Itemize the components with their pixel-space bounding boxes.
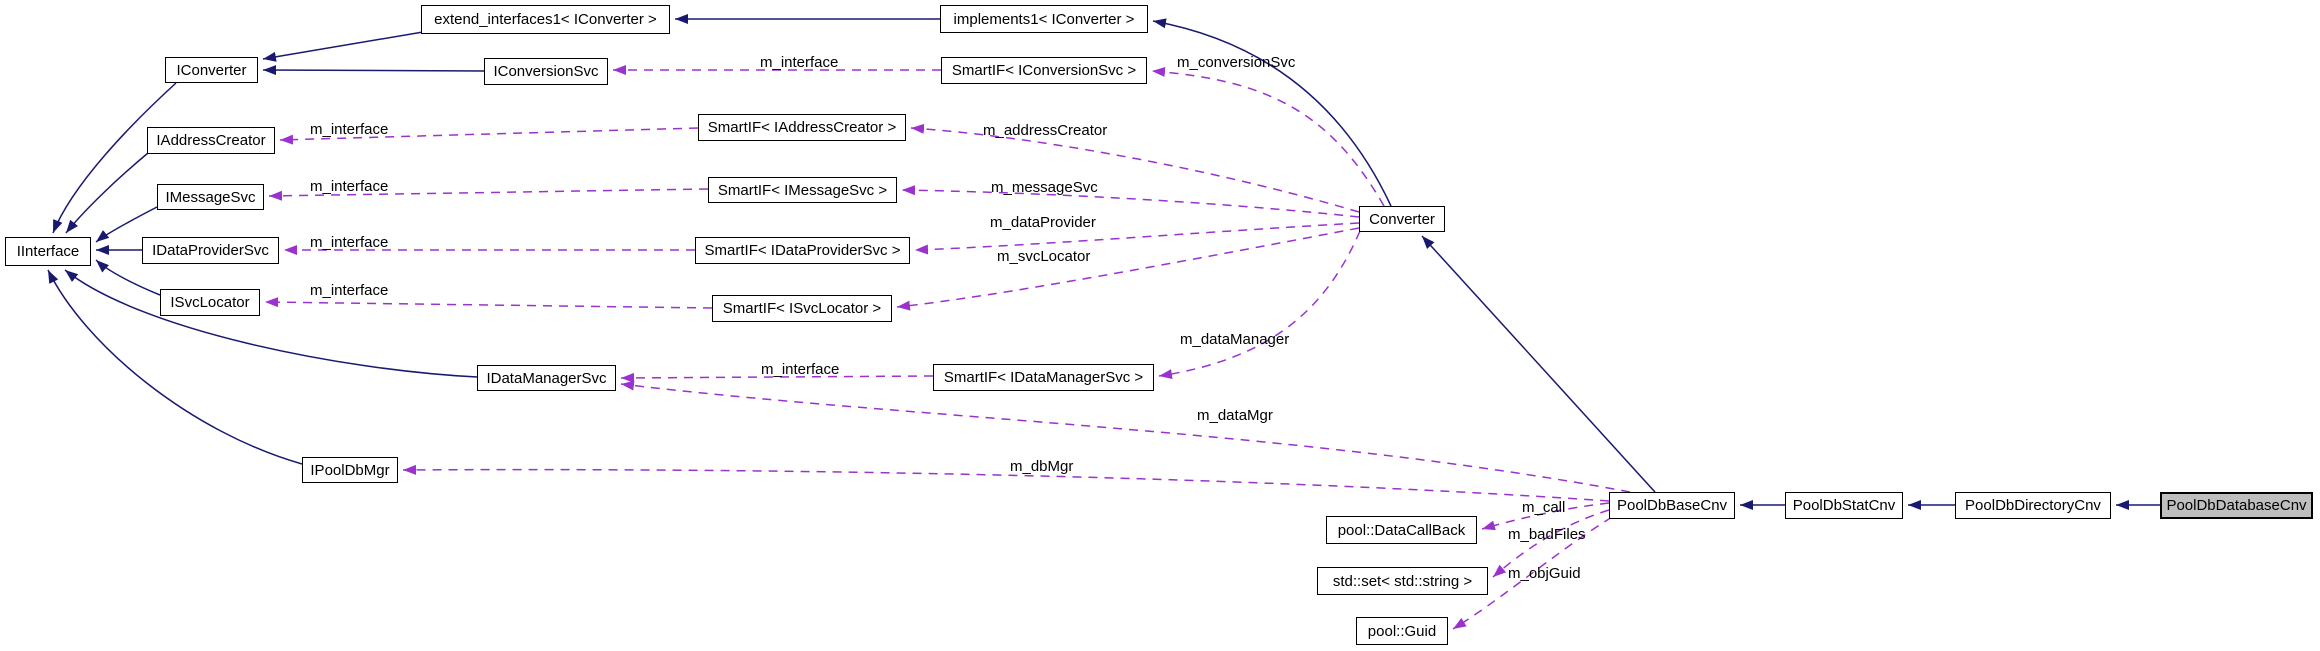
edge-label-m-objguid: m_objGuid bbox=[1508, 565, 1581, 582]
edge-label-m-interface-idatamanagersvc: m_interface bbox=[761, 361, 840, 378]
edge-label-m-datamanager: m_dataManager bbox=[1180, 331, 1290, 348]
node-pooldbstatcnv[interactable]: PoolDbStatCnv bbox=[1785, 492, 1903, 519]
edge-usage-m-svclocator bbox=[896, 227, 1360, 311]
edge-inherit-iconversionsvc-iconverter bbox=[262, 65, 485, 76]
node-pooldbdatabasecnv[interactable]: PoolDbDatabaseCnv bbox=[2160, 492, 2313, 519]
node-smartif-imessagesvc[interactable]: SmartIF< IMessageSvc > bbox=[708, 177, 897, 203]
node-pooldbdirectorycnv[interactable]: PoolDbDirectoryCnv bbox=[1955, 492, 2111, 519]
edge-inherit-converter-implements1 bbox=[1152, 18, 1392, 207]
node-idatamanagersvc[interactable]: IDataManagerSvc bbox=[477, 365, 616, 391]
edge-usage-m-call bbox=[1481, 502, 1610, 531]
node-ipooldbmgr[interactable]: IPoolDbMgr bbox=[302, 457, 398, 483]
edge-usage-m-addresscreator bbox=[910, 123, 1360, 213]
edge-label-m-dataprovider: m_dataProvider bbox=[990, 214, 1096, 231]
edge-inherit-ipooldbmgr-iinterface bbox=[47, 269, 303, 465]
edge-usage-m-interface-iaddresscreator bbox=[279, 127, 699, 145]
edge-usage-m-badfiles bbox=[1492, 509, 1610, 578]
edge-usage-m-dbmgr bbox=[402, 464, 1610, 502]
edge-label-m-datamgr: m_dataMgr bbox=[1197, 407, 1273, 424]
node-iinterface[interactable]: IInterface bbox=[5, 237, 91, 266]
node-pool-guid[interactable]: pool::Guid bbox=[1356, 617, 1448, 645]
node-smartif-iconversionsvc[interactable]: SmartIF< IConversionSvc > bbox=[941, 57, 1147, 84]
edge-usage-m-datamgr bbox=[620, 380, 1631, 493]
edge-inherit-iaddresscreator-iinterface bbox=[65, 152, 149, 234]
edge-label-m-call: m_call bbox=[1522, 499, 1566, 516]
edge-label-m-interface-imessagesvc: m_interface bbox=[310, 178, 389, 195]
edge-inherit-imessagesvc-iinterface bbox=[95, 206, 158, 243]
edge-usage-m-messagesvc bbox=[901, 185, 1360, 218]
edge-usage-m-dataprovider bbox=[914, 222, 1360, 255]
edge-label-m-dbmgr: m_dbMgr bbox=[1010, 458, 1074, 475]
edge-usage-m-interface-idatamanagersvc bbox=[620, 372, 934, 383]
edge-inherit-extend-interfaces1-iconverter bbox=[262, 31, 424, 62]
edge-label-m-svclocator: m_svcLocator bbox=[997, 248, 1091, 265]
node-pool-datacallback[interactable]: pool::DataCallBack bbox=[1326, 516, 1477, 544]
edge-label-m-interface-iconversionsvc: m_interface bbox=[760, 54, 839, 71]
edge-label-m-interface-idataprovidersvc: m_interface bbox=[310, 234, 389, 251]
edge-label-m-interface-isvclocator: m_interface bbox=[310, 282, 389, 299]
node-isvclocator[interactable]: ISvcLocator bbox=[160, 289, 260, 316]
edge-usage-m-interface-isvclocator bbox=[264, 297, 713, 309]
node-smartif-iaddresscreator[interactable]: SmartIF< IAddressCreator > bbox=[698, 114, 906, 141]
edge-label-m-conversionsvc: m_conversionSvc bbox=[1177, 54, 1296, 71]
edge-inherit-isvclocator-iinterface bbox=[95, 259, 161, 296]
edge-inherit-pooldbbasecnv-converter bbox=[1421, 235, 1656, 493]
node-imessagesvc[interactable]: IMessageSvc bbox=[157, 184, 264, 210]
node-extend-interfaces1-iconverter[interactable]: extend_interfaces1< IConverter > bbox=[421, 5, 670, 34]
node-iaddresscreator[interactable]: IAddressCreator bbox=[147, 127, 275, 154]
node-iconversionsvc[interactable]: IConversionSvc bbox=[484, 58, 608, 85]
edge-label-m-messagesvc: m_messageSvc bbox=[991, 179, 1098, 196]
node-std-set-std-string[interactable]: std::set< std::string > bbox=[1317, 567, 1488, 595]
node-converter[interactable]: Converter bbox=[1359, 206, 1445, 232]
node-iconverter[interactable]: IConverter bbox=[165, 57, 258, 83]
node-implements1-iconverter[interactable]: implements1< IConverter > bbox=[940, 5, 1148, 33]
edge-inherit-idatamanagersvc-iinterface bbox=[64, 269, 478, 378]
node-smartif-idatamanagersvc[interactable]: SmartIF< IDataManagerSvc > bbox=[933, 364, 1154, 391]
node-pooldbbasecnv[interactable]: PoolDbBaseCnv bbox=[1609, 492, 1735, 519]
edge-label-m-interface-iaddresscreator: m_interface bbox=[310, 121, 389, 138]
edge-label-m-badfiles: m_badFiles bbox=[1508, 526, 1586, 543]
edge-usage-m-conversionsvc bbox=[1151, 67, 1385, 207]
edge-usage-m-datamanager bbox=[1158, 230, 1361, 380]
edge-label-m-addresscreator: m_addressCreator bbox=[983, 122, 1108, 139]
edge-inherit-iconverter-iinterface bbox=[52, 82, 177, 234]
node-smartif-idataprovidersvc[interactable]: SmartIF< IDataProviderSvc > bbox=[695, 237, 910, 264]
edge-usage-m-objguid bbox=[1452, 516, 1613, 630]
node-idataprovidersvc[interactable]: IDataProviderSvc bbox=[142, 237, 279, 264]
node-smartif-isvclocator[interactable]: SmartIF< ISvcLocator > bbox=[712, 295, 892, 322]
